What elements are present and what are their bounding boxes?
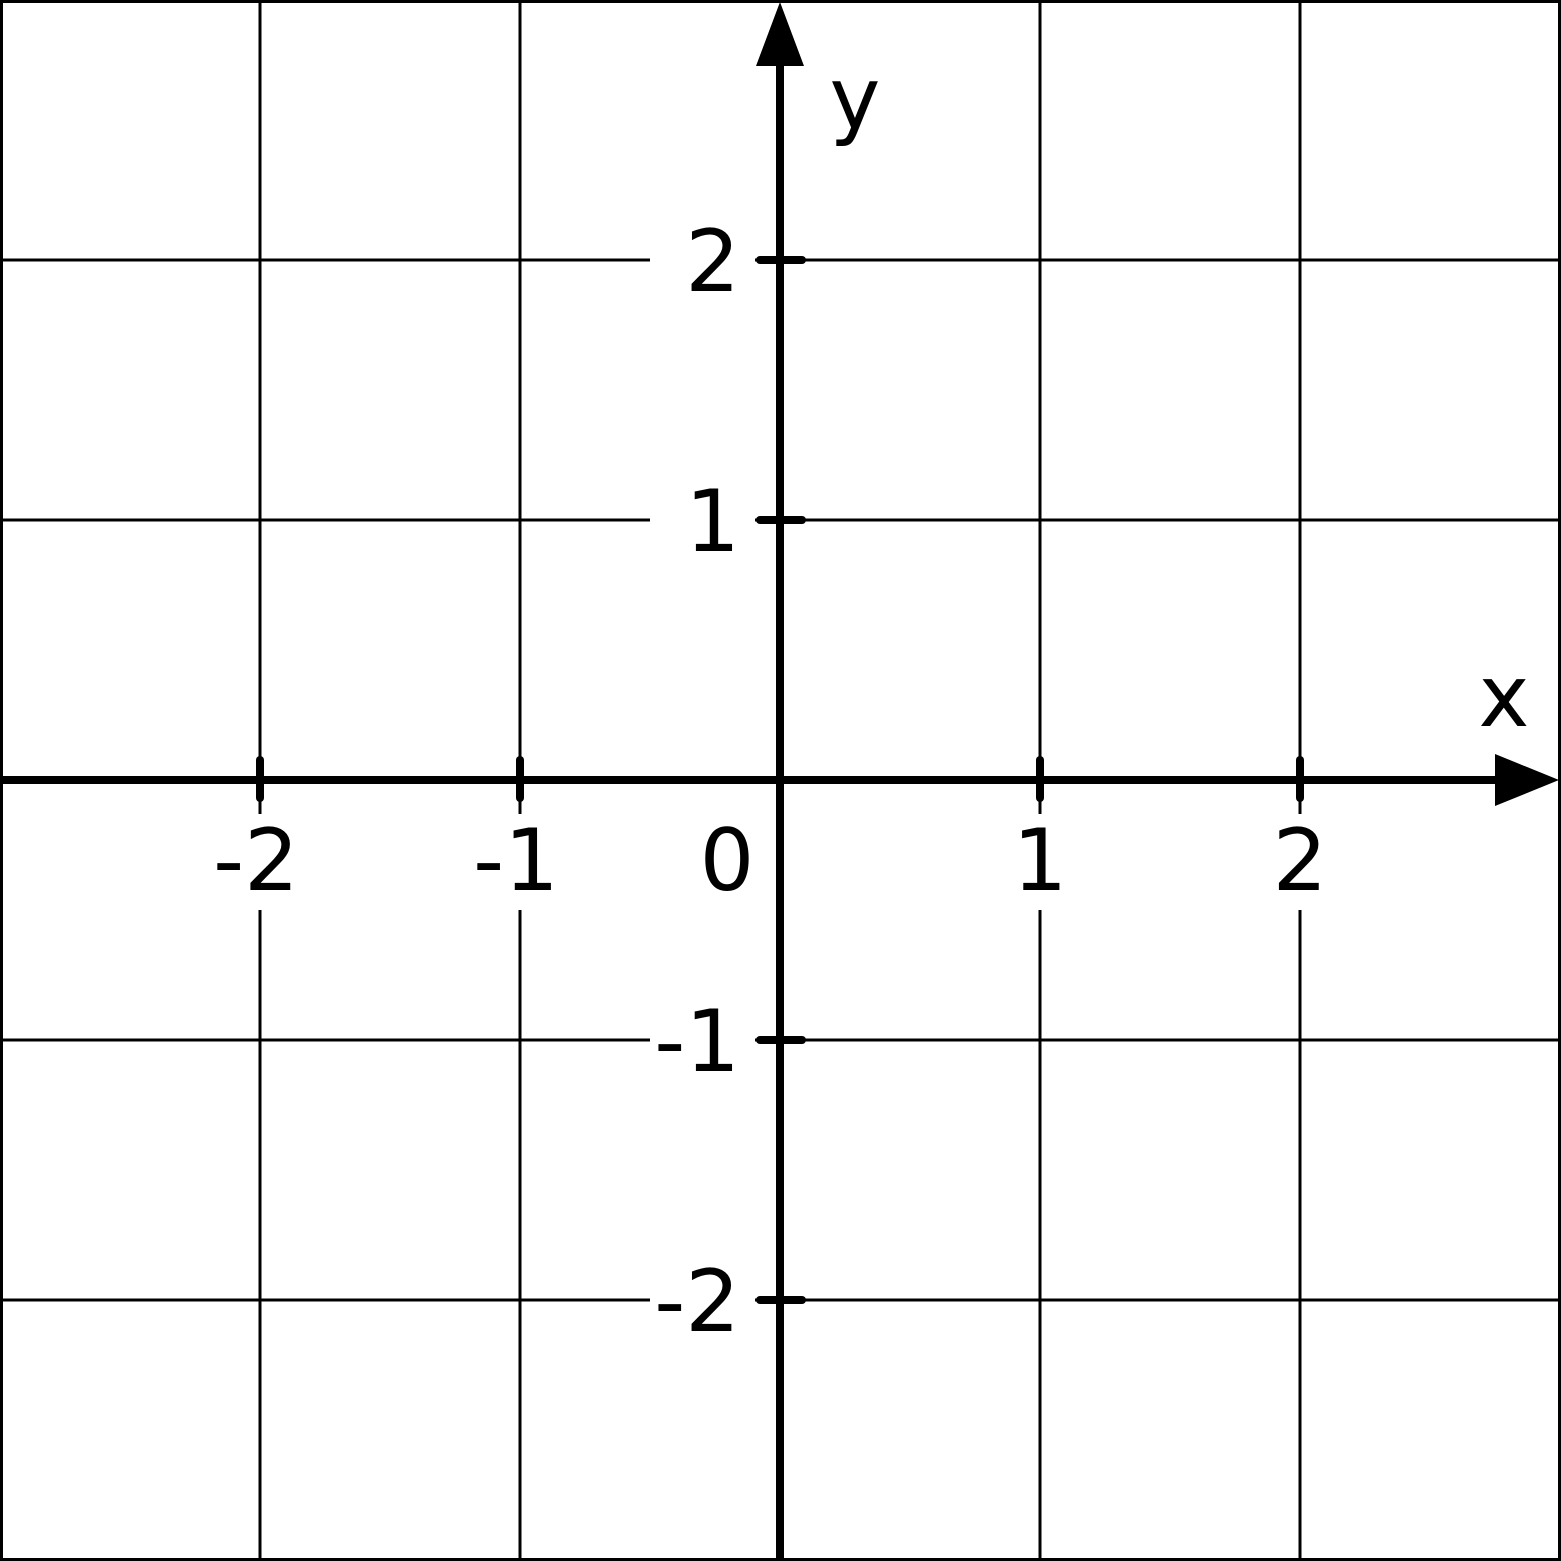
origin-label-background [690, 814, 766, 910]
y-tick-label-background [650, 988, 755, 1088]
x-tick-label-background [990, 814, 1090, 910]
x-tick-label: -2 [213, 811, 299, 911]
x-axis-label: x [1479, 647, 1530, 747]
x-tick-label: 1 [1013, 811, 1068, 911]
y-tick-label-background [650, 1248, 755, 1348]
tick-marks [256, 256, 1304, 1304]
x-tick-label: 2 [1273, 811, 1328, 911]
y-tick-label: 1 [685, 472, 740, 572]
x-tick-label-background [1250, 814, 1350, 910]
x-tick-label: -1 [473, 811, 559, 911]
y-axis-label: y [830, 49, 881, 149]
x-tick-label-background [210, 814, 310, 910]
y-tick-label-background [650, 208, 755, 308]
x-axis-arrowhead [1495, 754, 1559, 806]
y-tick-label: -2 [654, 1252, 740, 1352]
y-axis-arrowhead [756, 2, 804, 66]
tick-labels: -2 -1 1 2 2 1 -1 -2 [213, 212, 1327, 1352]
y-tick-label: 2 [685, 212, 740, 312]
origin-label: 0 [700, 811, 755, 911]
y-tick-label: -1 [654, 992, 740, 1092]
tick-label-backgrounds [210, 208, 1350, 1348]
y-tick-label-background [650, 468, 755, 568]
x-tick-label-background [470, 814, 570, 910]
